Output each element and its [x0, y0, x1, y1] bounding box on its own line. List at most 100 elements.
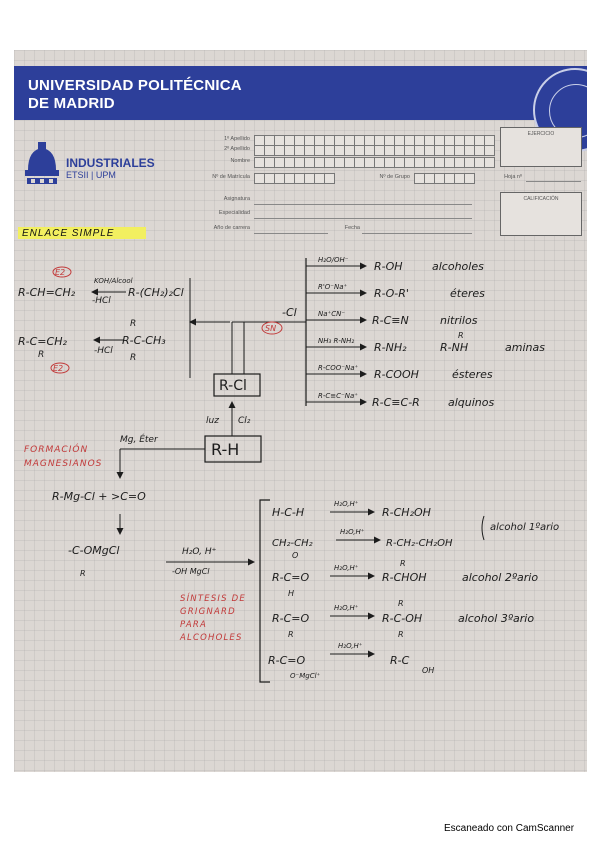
school-name: INDUSTRIALES — [66, 156, 155, 170]
fecha-line[interactable] — [362, 233, 472, 234]
rh-text: R-H — [211, 440, 239, 459]
rmgcl-text: R-Mg-Cl + >C=O — [52, 490, 146, 503]
rcl-text: R-Cl — [219, 378, 247, 394]
name-2: nitrilos — [440, 314, 478, 327]
chain-chloride: R-(CH₂)₂Cl — [128, 286, 184, 299]
industriales-logo-icon — [25, 142, 59, 184]
g-reagent-4: H₂O,H⁺ — [338, 642, 363, 650]
grupo-boxes[interactable] — [414, 173, 475, 184]
g-product-1: R-CH₂-CH₂OH — [386, 538, 453, 549]
alkene-2-r: R — [38, 350, 44, 360]
g-reactant-3-sub: R — [288, 630, 294, 639]
name-0: alcoholes — [432, 260, 484, 273]
g-reactant-3: R-C=O — [272, 612, 310, 625]
sn-label: SN — [265, 324, 276, 333]
reagent-5: R-C≡C⁻Na⁺ — [318, 392, 358, 400]
name-4: ésteres — [452, 368, 493, 381]
e2-label-a: E2 — [55, 268, 65, 277]
omgcl-label: -OH MgCl — [172, 567, 210, 576]
label-hoja: Hoja nº — [504, 174, 522, 180]
sn-reactions: H₂O/OH⁻ R-OH alcoholes R'O⁻Na⁺ R-O-R' ét… — [306, 256, 545, 409]
reagent-0: H₂O/OH⁻ — [318, 256, 349, 264]
g-product-4: R-C — [390, 654, 410, 667]
name-5: alquinos — [448, 396, 495, 409]
synth-label-1: SÍNTESIS DE — [180, 592, 246, 604]
product-5: R-C≡C-R — [372, 396, 420, 409]
hcl-label-a: -HCl — [92, 296, 111, 306]
g-name-3: alcohol 3ºario — [458, 612, 534, 625]
tert-r-bottom: R — [130, 353, 136, 363]
g-reactant-2: R-C=O — [272, 571, 310, 584]
g-reagent-3: H₂O,H⁺ — [334, 604, 359, 612]
notes-title: ENLACE SIMPLE — [22, 228, 115, 239]
school-subtitle: ETSII | UPM — [66, 170, 116, 180]
minus-cl: -Cl — [282, 306, 297, 319]
especialidad-line[interactable] — [254, 218, 472, 219]
koh-label: KOH/Alcool — [94, 277, 133, 285]
header-banner: UNIVERSIDAD POLITÉCNICA DE MADRID — [14, 66, 587, 152]
alkoxide-r: R — [80, 569, 86, 578]
primary-alcohol-label: alcohol 1ºario — [490, 522, 559, 533]
g-reactant-1-sub: O — [292, 551, 298, 560]
nombre-boxes[interactable] — [254, 157, 495, 168]
g-name-2: alcohol 2ºario — [462, 571, 538, 584]
g-product-2: R-CHOH — [382, 571, 427, 584]
g-reagent-2: H₂O,H⁺ — [334, 564, 359, 572]
reagent-1: R'O⁻Na⁺ — [318, 283, 348, 291]
primary-brace — [481, 515, 485, 541]
alkene-1: R-CH=CH₂ — [18, 286, 76, 299]
tert-r-top: R — [130, 319, 136, 329]
label-nombre: Nombre — [230, 158, 250, 164]
g-reactant-1: CH₂-CH₂ — [272, 538, 313, 549]
calificacion-label: CALIFICACIÓN — [523, 196, 559, 202]
product-1: R-O-R' — [374, 287, 409, 300]
exam-sheet: UNIVERSIDAD POLITÉCNICA DE MADRID INDUST… — [14, 50, 587, 772]
reagent-4: R-COO⁻Na⁺ — [318, 364, 359, 372]
grignard-bracket — [259, 499, 270, 683]
reagent-3: NH₃ R-NH₂ — [318, 337, 354, 345]
name-3: aminas — [505, 341, 545, 354]
primer-apellido-boxes[interactable] — [254, 135, 495, 146]
product-4: R-COOH — [374, 368, 419, 381]
university-name-line1: UNIVERSIDAD POLITÉCNICA — [28, 77, 242, 94]
g-reagent-0: H₂O,H⁺ — [334, 500, 359, 508]
tert-chloride: R-C-CH₃ — [122, 334, 166, 347]
g-product-4-sub: OH — [422, 666, 434, 675]
g-reactant-2-sub: H — [288, 589, 294, 598]
g-product-3-r2: R — [398, 630, 404, 639]
synth-label-2: GRIGNARD — [180, 607, 236, 617]
label-matricula: Nº de Matrícula — [212, 174, 250, 180]
formation-label-1: FORMACIÓN — [24, 443, 88, 455]
segundo-apellido-boxes[interactable] — [254, 145, 495, 156]
e2-label-b: E2 — [53, 364, 63, 373]
product-2: R-C≡N — [372, 314, 409, 327]
ejercicio-label: EJERCICIO — [527, 131, 555, 137]
h2o-label: H₂O, H⁺ — [182, 547, 217, 557]
g-reactant-4: R-C=O — [268, 654, 306, 667]
calificacion-box[interactable]: CALIFICACIÓN — [500, 192, 582, 236]
name-1: éteres — [450, 287, 485, 300]
label-segundo-apellido: 2º Apellido — [224, 146, 250, 152]
e2-circle-a — [52, 266, 72, 278]
alkoxide-text: -C-OMgCl — [68, 544, 120, 557]
g-reactant-0: H-C-H — [272, 506, 304, 519]
matricula-boxes[interactable] — [254, 173, 335, 184]
product-0: R-OH — [374, 260, 403, 273]
ejercicio-box[interactable]: EJERCICIO — [500, 127, 582, 167]
title-highlight — [18, 227, 146, 239]
synth-label-4: ALCOHOLES — [179, 633, 243, 643]
label-grupo: Nº de Grupo — [379, 174, 410, 180]
sn-circle — [261, 321, 283, 335]
ano-carrera-line[interactable] — [254, 233, 328, 234]
mg-ether-label: Mg, Éter — [120, 433, 159, 445]
rcl-box — [213, 373, 261, 397]
reagent-2: Na⁺CN⁻ — [318, 310, 345, 318]
label-especialidad: Especialidad — [218, 210, 250, 216]
hoja-line[interactable] — [526, 181, 581, 182]
label-asignatura: Asignatura — [223, 196, 250, 202]
hcl-label-b: -HCl — [94, 346, 113, 356]
g-product-3-r: R — [398, 599, 404, 608]
label-ano-carrera: Año de carrera — [213, 225, 250, 231]
asignatura-line[interactable] — [254, 204, 472, 205]
